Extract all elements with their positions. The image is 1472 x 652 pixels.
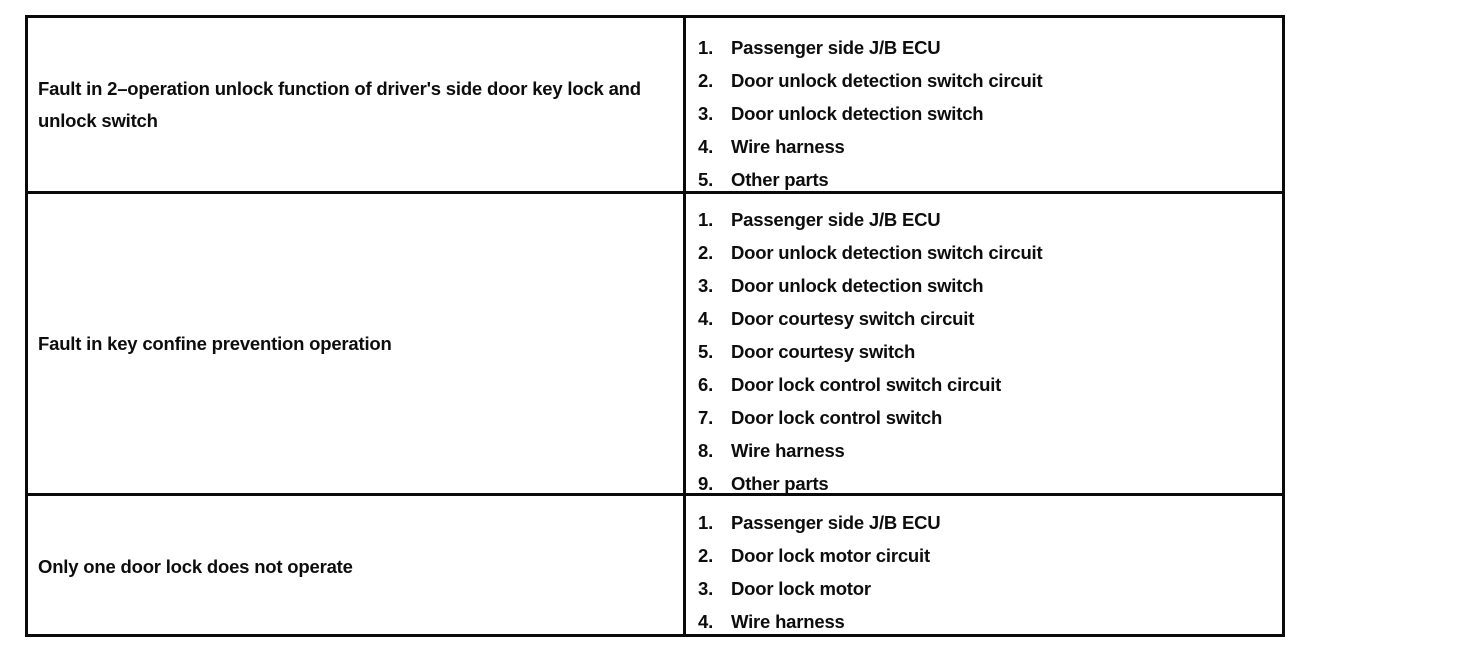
- list-item: 5. Door courtesy switch: [698, 335, 1042, 368]
- list-item: 4. Wire harness: [698, 130, 1042, 163]
- symptom-cell: Only one door lock does not operate: [28, 496, 686, 637]
- troubleshooting-table: Fault in 2–operation unlock function of …: [25, 15, 1285, 637]
- list-item-label: Door courtesy switch: [731, 341, 916, 362]
- list-item-number: 8.: [698, 440, 714, 461]
- list-item: 2. Door lock motor circuit: [698, 539, 940, 572]
- list-item: 2. Door unlock detection switch circuit: [698, 236, 1043, 269]
- list-item-number: 1.: [698, 209, 714, 230]
- table-row: Fault in key confine prevention operatio…: [28, 194, 1282, 496]
- list-item-label: Door lock control switch: [731, 407, 943, 428]
- suspect-area-list: 1. Passenger side J/B ECU 2. Door lock mot…: [698, 506, 941, 638]
- list-item-label: Door unlock detection switch circuit: [731, 70, 1043, 91]
- list-item-number: 2.: [698, 70, 714, 91]
- list-item: 9. Other parts: [698, 467, 1042, 500]
- list-item-number: 4.: [698, 136, 714, 157]
- list-item-number: 9.: [698, 473, 714, 494]
- list-item-label: Wire harness: [731, 611, 845, 632]
- table-row: Only one door lock does not operate 1. Pa…: [28, 496, 1282, 637]
- list-item-label: Passenger side J/B ECU: [731, 37, 941, 58]
- list-item: 1. Passenger side J/B ECU: [698, 203, 1042, 236]
- list-item: 4. Door courtesy switch circuit: [698, 302, 1042, 335]
- list-item: 3. Door unlock detection switch: [698, 269, 1042, 302]
- list-item-label: Door courtesy switch circuit: [731, 308, 975, 329]
- symptom-cell: Fault in key confine prevention operatio…: [28, 194, 686, 493]
- symptom-text: Fault in 2–operation unlock function of …: [38, 77, 641, 131]
- list-item: 7. Door lock control switch: [698, 401, 1042, 434]
- list-item-number: 2.: [698, 545, 714, 566]
- suspect-area-cell: 1. Passenger side J/B ECU 2. Door unlock d…: [686, 18, 1282, 191]
- list-item-label: Passenger side J/B ECU: [731, 209, 941, 230]
- list-item: 5. Other parts: [698, 163, 1042, 196]
- list-item-number: 4.: [698, 611, 714, 632]
- list-item-label: Door unlock detection switch: [731, 275, 984, 296]
- list-item-number: 5.: [698, 341, 714, 362]
- table-row: Fault in 2–operation unlock function of …: [28, 18, 1282, 194]
- list-item-number: 4.: [698, 308, 714, 329]
- list-item: 1. Passenger side J/B ECU: [698, 506, 941, 539]
- list-item-number: 1.: [698, 37, 714, 58]
- list-item-label: Door lock motor: [731, 578, 871, 599]
- symptom-text: Only one door lock does not operate: [38, 555, 353, 577]
- list-item-label: Wire harness: [731, 136, 845, 157]
- list-item-label: Door unlock detection switch circuit: [731, 242, 1043, 263]
- list-item-label: Door lock control switch circuit: [731, 374, 1002, 395]
- list-item-label: Other parts: [731, 169, 829, 190]
- list-item-number: 6.: [698, 374, 714, 395]
- list-item: 6. Door lock control switch circuit: [698, 368, 1042, 401]
- list-item-number: 7.: [698, 407, 714, 428]
- suspect-area-cell: 1. Passenger side J/B ECU 2. Door lock mot…: [686, 496, 1282, 637]
- list-item-number: 3.: [698, 275, 714, 296]
- symptom-text: Fault in key confine prevention operatio…: [38, 332, 392, 354]
- suspect-area-cell: 1. Passenger side J/B ECU 2. Door unlock d…: [686, 194, 1282, 494]
- list-item-number: 2.: [698, 242, 714, 263]
- list-item-label: Other parts: [731, 473, 829, 494]
- list-item-label: Door lock motor circuit: [731, 545, 930, 566]
- list-item: 3. Door unlock detection switch: [698, 97, 1042, 130]
- list-item: 1. Passenger side J/B ECU: [698, 31, 1042, 64]
- list-item: 3. Door lock motor: [698, 572, 940, 605]
- list-item: 4. Wire harness: [698, 605, 940, 638]
- list-item: 2. Door unlock detection switch circuit: [698, 64, 1043, 97]
- suspect-area-list: 1. Passenger side J/B ECU 2. Door unlock d…: [698, 203, 1043, 500]
- list-item: 8. Wire harness: [698, 434, 1042, 467]
- list-item-label: Passenger side J/B ECU: [731, 512, 941, 533]
- symptom-cell: Fault in 2–operation unlock function of …: [28, 18, 686, 191]
- list-item-number: 3.: [698, 103, 714, 124]
- suspect-area-list: 1. Passenger side J/B ECU 2. Door unlock d…: [698, 31, 1043, 196]
- list-item-number: 1.: [698, 512, 714, 533]
- list-item-number: 3.: [698, 578, 714, 599]
- list-item-number: 5.: [698, 169, 714, 190]
- list-item-label: Door unlock detection switch: [731, 103, 984, 124]
- list-item-label: Wire harness: [731, 440, 845, 461]
